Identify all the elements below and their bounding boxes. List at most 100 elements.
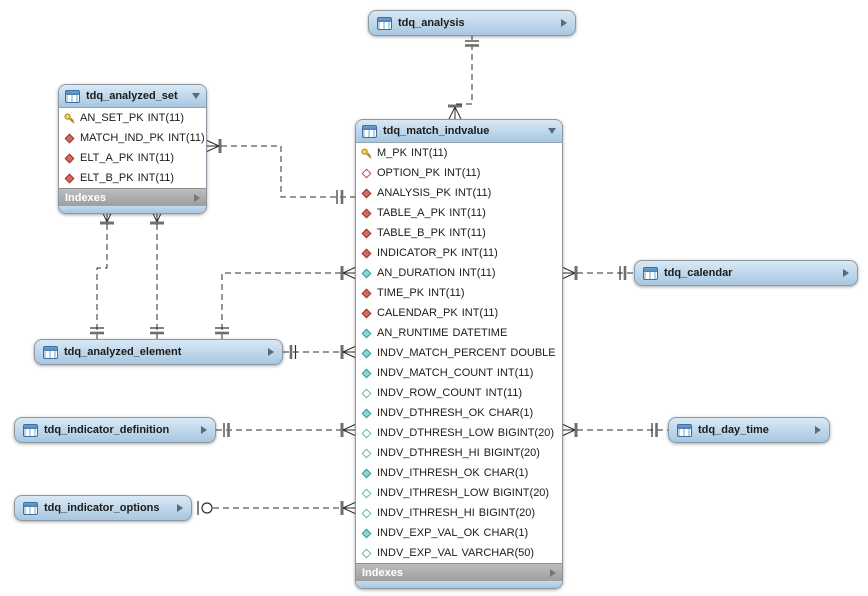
relationship-matchindvalue-element-b[interactable]: [283, 345, 356, 359]
table-tdq_day_time[interactable]: tdq_day_time: [668, 417, 830, 443]
column-type: INT(11): [454, 187, 492, 199]
table-icon: [65, 89, 80, 103]
expand-arrow-icon[interactable]: [843, 269, 849, 277]
relationship-analysis-matchindvalue[interactable]: [448, 34, 479, 120]
column-type: INT(11): [461, 307, 499, 319]
column-type: INT(11): [137, 152, 175, 164]
col-nullable-icon: [361, 548, 372, 558]
relationship-matchindvalue-calendar[interactable]: [562, 266, 634, 280]
col-nullable-icon: [361, 428, 372, 438]
fk-notnull-icon: [361, 228, 372, 238]
column-name: TIME_PK: [377, 287, 425, 299]
column-type: DATETIME: [452, 327, 508, 339]
expand-arrow-icon[interactable]: [201, 426, 207, 434]
table-name: tdq_analyzed_set: [86, 90, 178, 102]
table-header[interactable]: tdq_match_indvalue: [356, 120, 562, 143]
col-nullable-icon: [361, 508, 372, 518]
relationship-matchindvalue-indicatoroptions[interactable]: [197, 501, 356, 515]
column-type: INT(11): [147, 112, 185, 124]
column-name: AN_SET_PK: [80, 112, 144, 124]
fk-notnull-icon: [361, 208, 372, 218]
table-tdq_analysis[interactable]: tdq_analysis: [368, 10, 576, 36]
relationship-analyzedset-element-b[interactable]: [150, 209, 164, 339]
column-type: INT(11): [449, 207, 486, 219]
column-type: INT(11): [496, 367, 534, 379]
column-name: INDV_DTHRESH_LOW: [377, 427, 494, 439]
column-name: INDV_ITHRESH_HI: [377, 507, 475, 519]
column-name: TABLE_B_PK: [377, 227, 446, 239]
column-type: INT(11): [410, 147, 448, 159]
fk-notnull-icon: [64, 153, 75, 163]
relationship-matchindvalue-element-a[interactable]: [215, 266, 356, 339]
column-type: BIGINT(20): [497, 427, 554, 439]
column-name: INDV_DTHRESH_HI: [377, 447, 480, 459]
table-name: tdq_day_time: [698, 424, 769, 436]
expand-arrow-icon[interactable]: [177, 504, 183, 512]
column-type: INT(11): [428, 287, 465, 299]
table-tdq_indicator_options[interactable]: tdq_indicator_options: [14, 495, 192, 521]
column-name: AN_RUNTIME: [377, 327, 449, 339]
table-tdq_indicator_definition[interactable]: tdq_indicator_definition: [14, 417, 216, 443]
table-icon: [362, 124, 377, 138]
collapse-arrow-icon[interactable]: [548, 128, 556, 134]
collapse-arrow-icon[interactable]: [192, 93, 200, 99]
col-notnull-icon: [361, 348, 372, 358]
column-type: INT(11): [459, 267, 496, 279]
indexes-label: Indexes: [65, 191, 106, 204]
column-type: INT(11): [461, 247, 498, 259]
col-notnull-icon: [361, 268, 372, 278]
relationship-matchindvalue-daytime[interactable]: [562, 423, 668, 437]
column-name: INDV_ROW_COUNT: [377, 387, 482, 399]
relationship-analyzedset-element-a[interactable]: [90, 209, 114, 339]
indexes-footer[interactable]: Indexes: [356, 563, 562, 581]
expand-indexes-icon[interactable]: [550, 568, 556, 577]
indexes-footer[interactable]: Indexes: [59, 188, 206, 206]
table-header[interactable]: tdq_analyzed_set: [59, 85, 206, 108]
expand-arrow-icon[interactable]: [561, 19, 567, 27]
column-type: CHAR(1): [483, 467, 529, 479]
table-tdq_calendar[interactable]: tdq_calendar: [634, 260, 858, 286]
relationship-analyzedset-matchindvalue[interactable]: [206, 139, 355, 204]
column-name: AN_DURATION: [377, 267, 456, 279]
col-notnull-icon: [361, 328, 372, 338]
column-name: MATCH_IND_PK: [80, 132, 165, 144]
expand-arrow-icon[interactable]: [815, 426, 821, 434]
col-nullable-icon: [361, 488, 372, 498]
column-type: CHAR(1): [483, 527, 529, 539]
expand-indexes-icon[interactable]: [194, 193, 200, 202]
table-name: tdq_analysis: [398, 17, 465, 29]
expand-arrow-icon[interactable]: [268, 348, 274, 356]
table-name: tdq_indicator_options: [44, 502, 160, 514]
table-tdq_analyzed_element[interactable]: tdq_analyzed_element: [34, 339, 283, 365]
relationship-matchindvalue-indicatordefinition[interactable]: [216, 423, 356, 437]
